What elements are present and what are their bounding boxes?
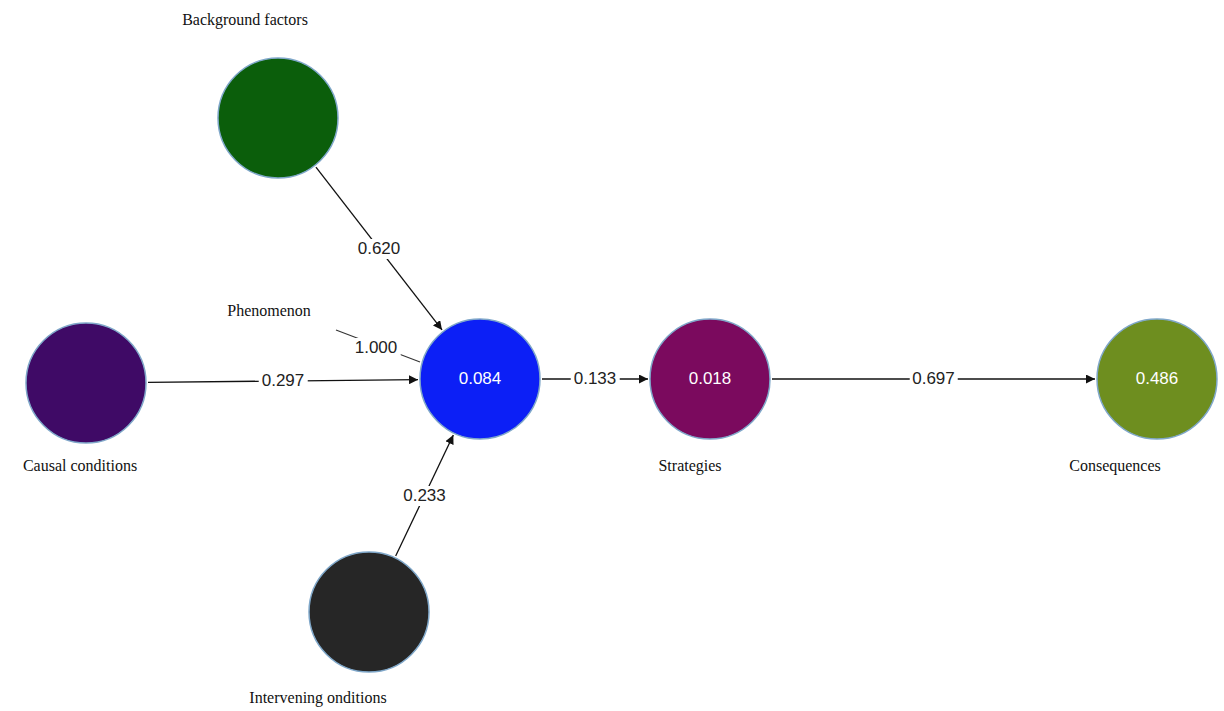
- construct-name: Consequences: [1069, 457, 1161, 475]
- path-arrow: [396, 435, 454, 556]
- construct-circle: Intervening onditions: [308, 551, 430, 673]
- construct-circle: Phenomenon0.084: [419, 318, 541, 440]
- construct-name: Causal conditions: [23, 457, 137, 475]
- path-coefficient: 0.620: [355, 239, 404, 259]
- construct-circle: Causal conditions: [25, 322, 147, 444]
- r-squared-value: 0.084: [459, 369, 502, 389]
- circle-shape: [308, 551, 430, 673]
- loading-value: 1.000: [352, 338, 401, 358]
- circle-shape: [25, 322, 147, 444]
- construct-name: Background factors: [182, 11, 308, 29]
- construct-name: Phenomenon: [227, 302, 311, 320]
- path-coefficient: 0.233: [400, 486, 449, 506]
- path-coefficient: 0.697: [909, 369, 958, 389]
- circle-shape: [217, 57, 339, 179]
- construct-name: Intervening onditions: [249, 689, 386, 707]
- construct-circle: Strategies0.018: [649, 318, 771, 440]
- path-coefficient: 0.133: [571, 369, 620, 389]
- path-coefficient: 0.297: [259, 371, 308, 391]
- r-squared-value: 0.486: [1136, 369, 1179, 389]
- construct-circle: Consequences0.486: [1096, 318, 1218, 440]
- construct-name: Strategies: [658, 457, 721, 475]
- r-squared-value: 0.018: [689, 369, 732, 389]
- path-arrow: [316, 167, 442, 330]
- leader-line: [336, 330, 420, 362]
- construct-circle: Background factors: [217, 57, 339, 179]
